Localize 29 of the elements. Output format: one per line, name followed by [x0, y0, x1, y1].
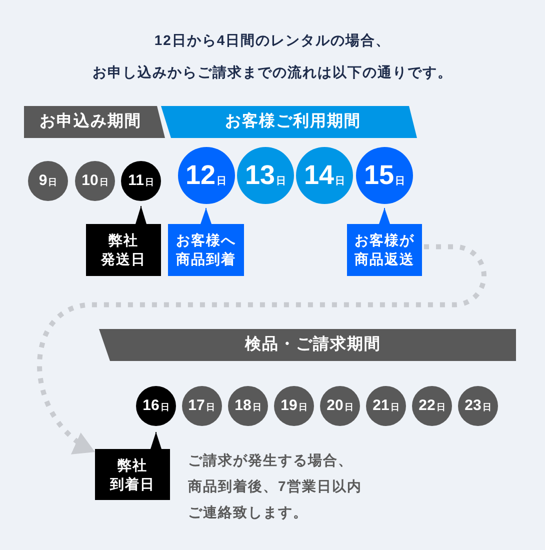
- callout-box: お客様へ商品到着: [168, 224, 244, 276]
- callout-box: 弊社到着日: [95, 449, 170, 500]
- date-circle: 21日: [366, 386, 406, 426]
- date-circle: 15日: [356, 147, 413, 204]
- period-banner: 検品・ご請求期間: [99, 329, 516, 361]
- callout-box: 弊社発送日: [86, 224, 161, 276]
- date-circle: 16日: [136, 386, 176, 426]
- date-circle: 22日: [412, 386, 452, 426]
- date-circle: 12日: [178, 147, 234, 204]
- callout-pointer: [136, 206, 146, 224]
- callout-pointer: [379, 208, 390, 224]
- date-circle: 11日: [121, 161, 161, 201]
- date-circle: 10日: [75, 161, 115, 201]
- period-banner: お申込み期間: [24, 106, 165, 138]
- callout-pointer: [150, 432, 162, 450]
- callout-pointer: [200, 208, 212, 224]
- period-banner: お客様ご利用期間: [161, 106, 417, 138]
- date-circle: 19日: [274, 386, 314, 426]
- dotted-arrow: [37, 244, 486, 454]
- note-text: ご請求が発生する場合、商品到着後、7営業日以内ご連絡致します。: [188, 451, 362, 522]
- date-circle: 14日: [296, 147, 353, 204]
- intro-heading: 12日から4日間のレンタルの場合、お申し込みからご請求までの流れは以下の通りです。: [92, 31, 452, 82]
- callout-box: お客様が商品返送: [346, 224, 422, 276]
- date-circle: 23日: [458, 386, 498, 426]
- date-circle: 13日: [237, 147, 294, 204]
- date-circle: 9日: [28, 161, 68, 201]
- date-circle: 20日: [320, 386, 360, 426]
- date-circle: 18日: [228, 386, 268, 426]
- date-circle: 17日: [182, 386, 222, 426]
